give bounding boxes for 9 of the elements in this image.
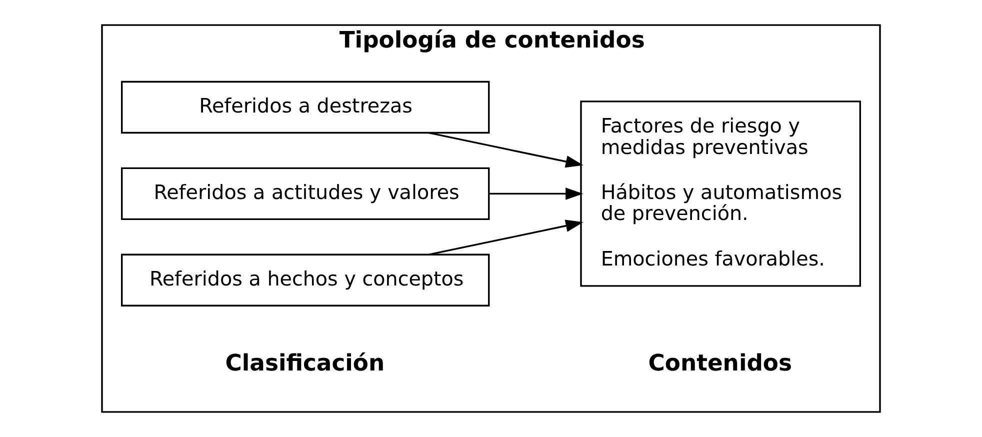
arrow (428, 220, 584, 256)
node-box: Referidos a actitudes y valores (121, 167, 490, 220)
node-box: Factores de riesgo y medidas preventivas Hábitos y automatismos de prevención. Emociones favorables. (580, 100, 861, 287)
label: Contenidos (648, 350, 792, 377)
node-box: Referidos a hechos y conceptos (121, 254, 490, 306)
arrow (428, 132, 584, 168)
node-box: Referidos a destrezas (121, 80, 490, 134)
arrow (489, 188, 584, 200)
label: Clasificación (225, 350, 385, 377)
